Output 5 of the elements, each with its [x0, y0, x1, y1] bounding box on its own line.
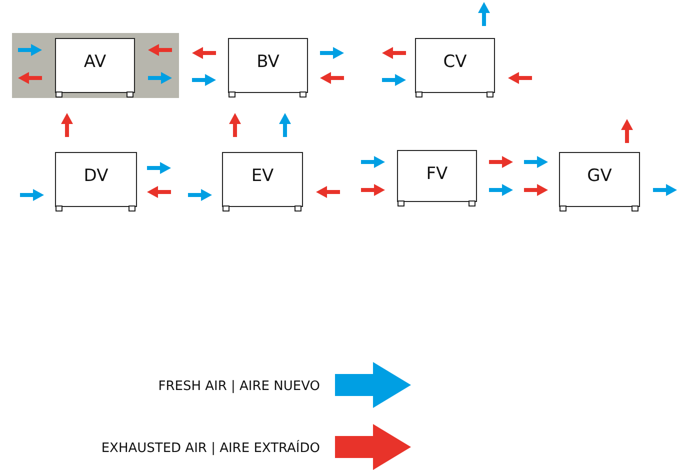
airflow-arrow	[61, 113, 73, 137]
airflow-arrow	[229, 113, 241, 137]
legend-text: FRESH AIR | AIRE NUEVO	[158, 379, 320, 394]
legend-text: EXHAUSTED AIR | AIRE EXTRAÍDO	[101, 441, 320, 456]
airflow-arrow	[279, 113, 291, 137]
